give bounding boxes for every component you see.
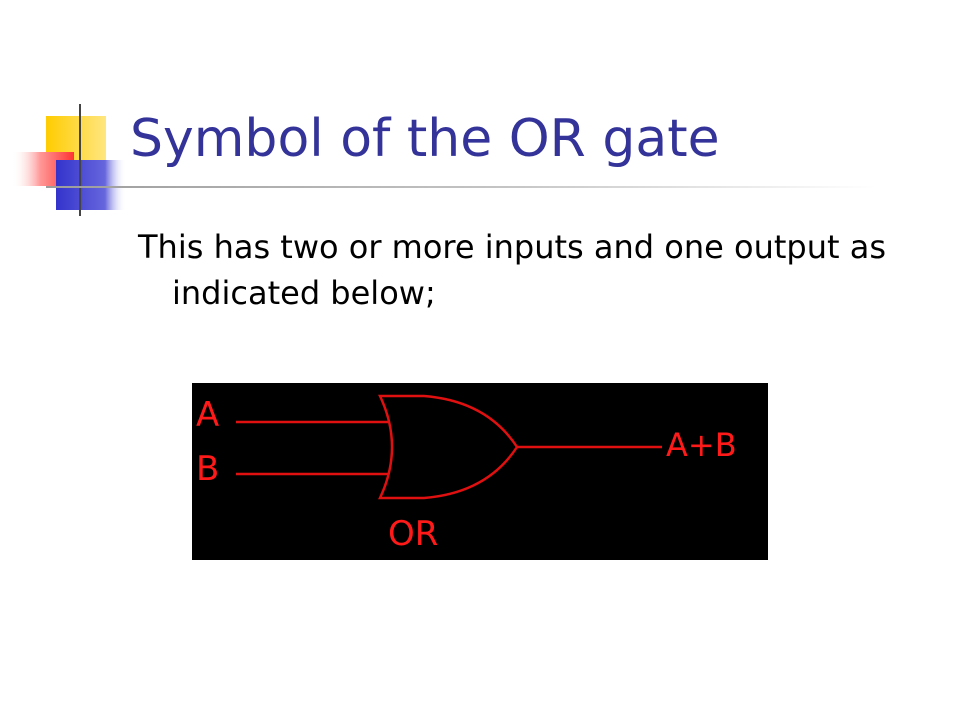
gate-name-label: OR — [388, 514, 438, 554]
or-gate-diagram: A B A+B OR — [192, 383, 768, 560]
slide-body-text: This has two or more inputs and one outp… — [138, 228, 886, 312]
decor-vertical-line — [79, 104, 81, 216]
input-a-label: A — [196, 395, 219, 435]
decor-blue-square — [56, 160, 126, 210]
title-divider — [46, 186, 876, 188]
input-b-label: B — [196, 449, 219, 489]
output-label: A+B — [666, 426, 737, 464]
or-gate-symbol — [378, 394, 519, 500]
decorative-corner-graphic — [12, 104, 126, 216]
slide-title: Symbol of the OR gate — [130, 109, 720, 169]
